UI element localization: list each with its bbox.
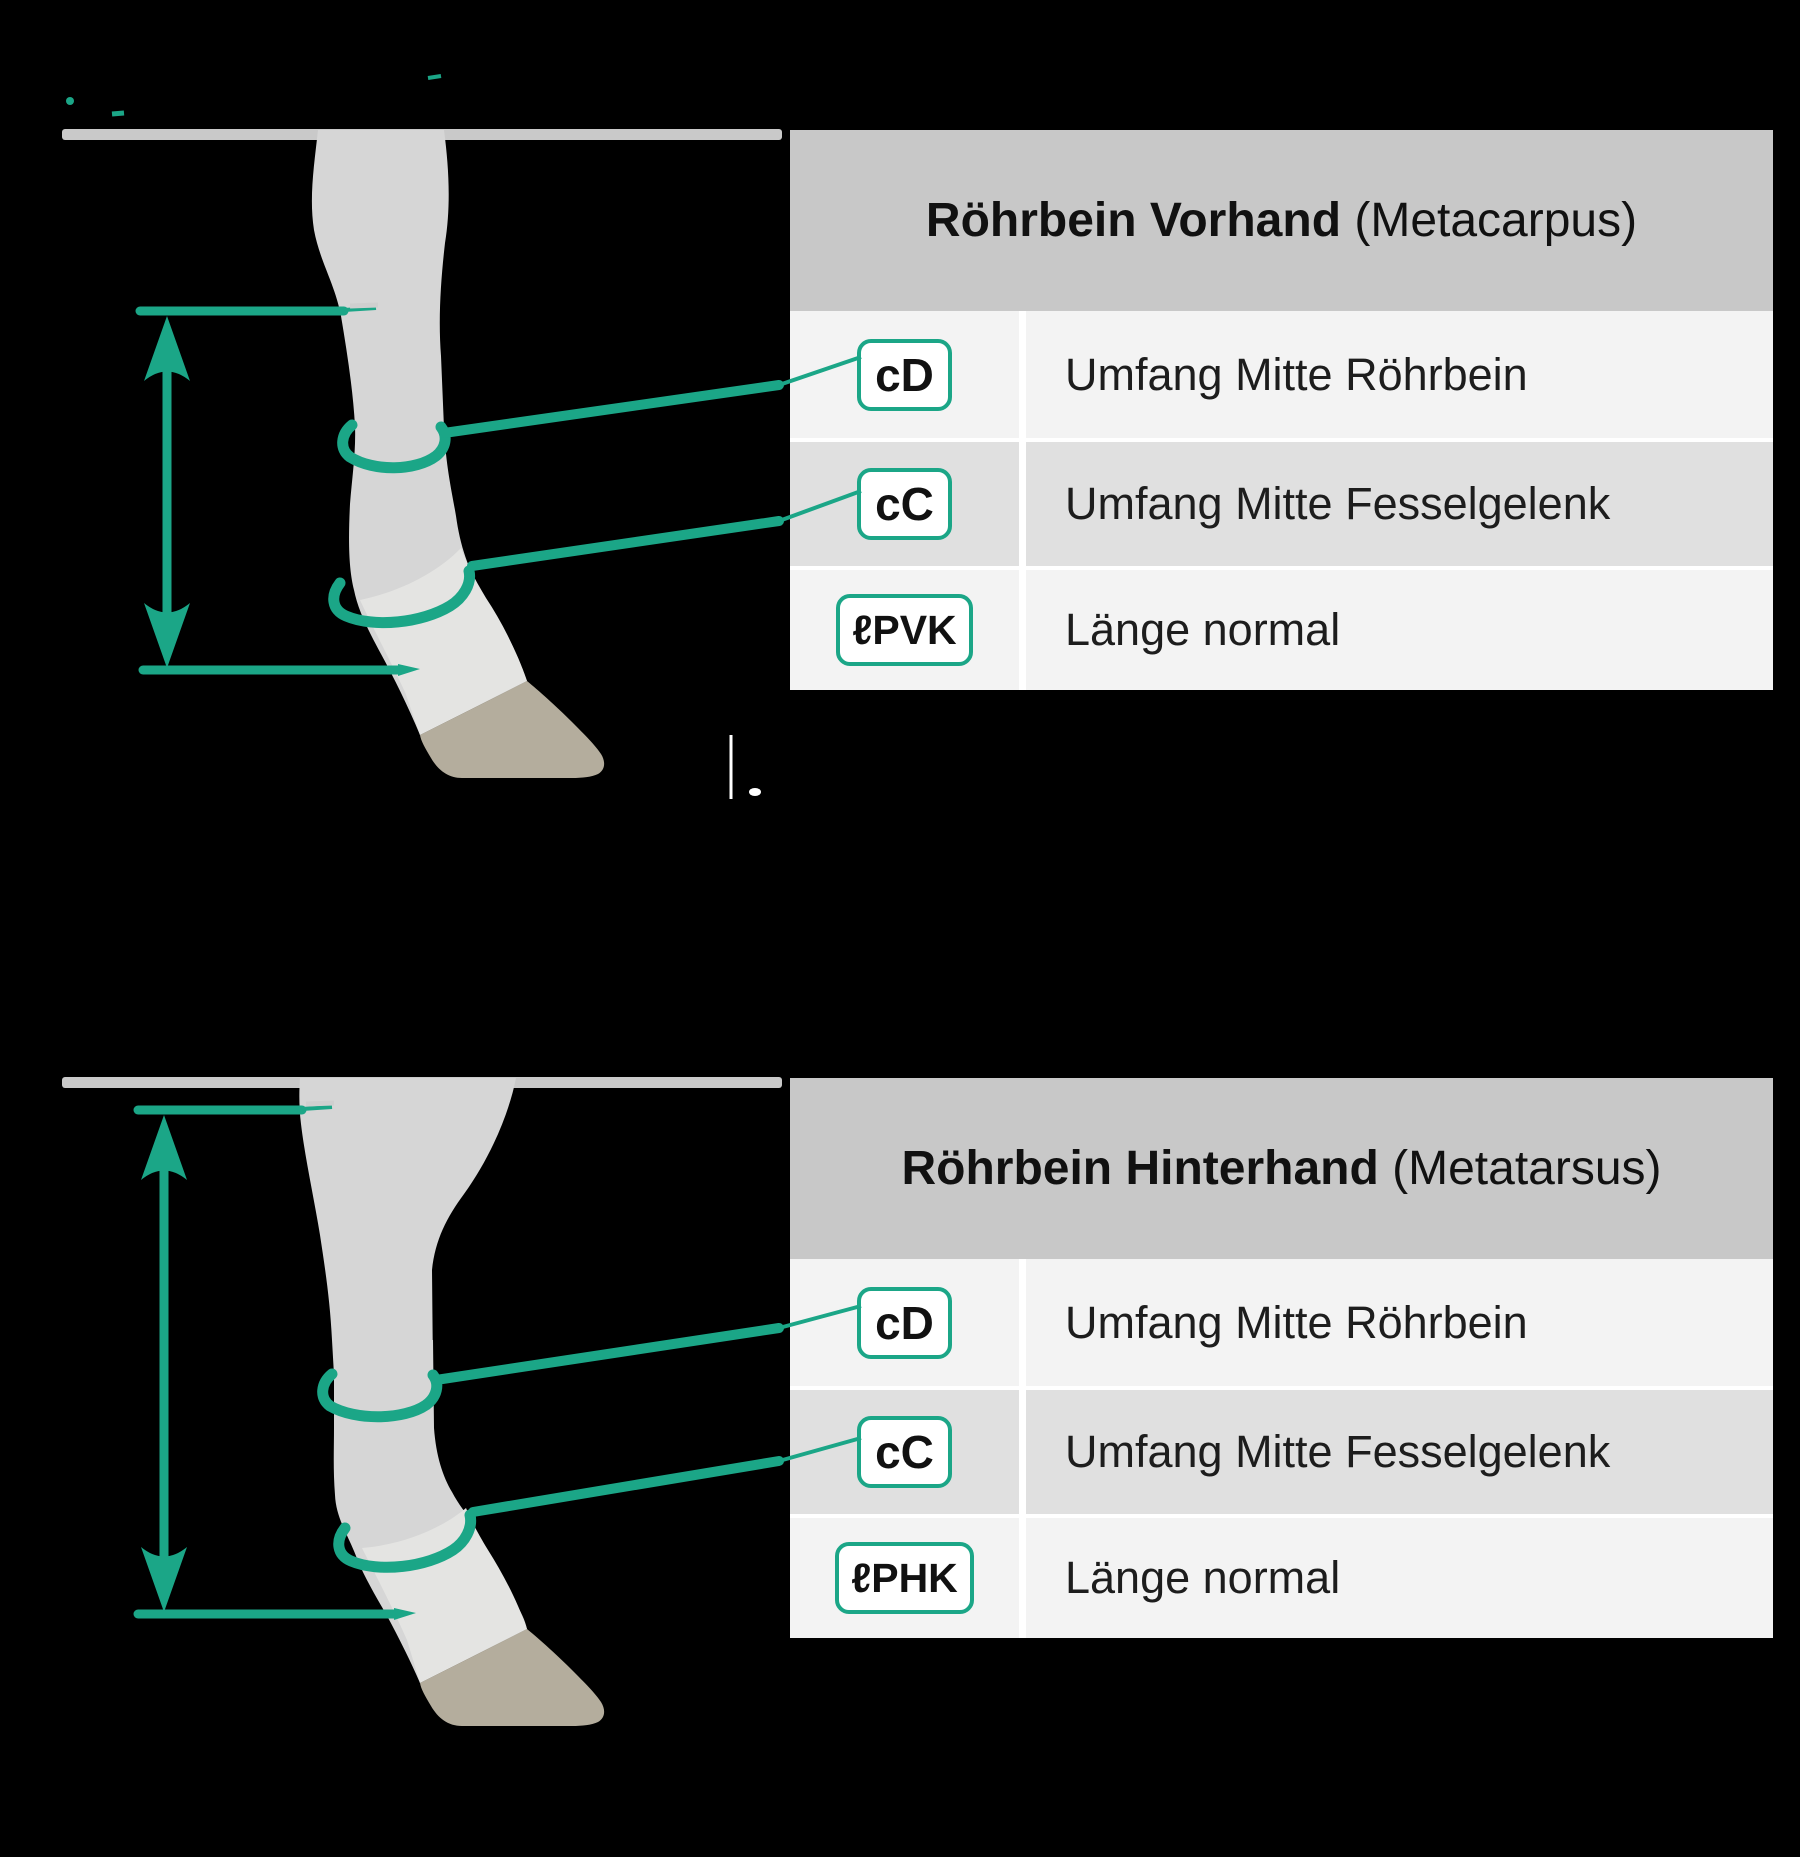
code-badge-cd: cD <box>857 1286 952 1359</box>
table-header: Röhrbein Hinterhand (Metatarsus) <box>790 1078 1773 1259</box>
row-label: Länge normal <box>1026 1518 1773 1638</box>
column-divider <box>1019 1259 1026 1386</box>
body-cut-bar <box>62 1077 782 1088</box>
connector-cc-thick <box>467 516 784 571</box>
connector-cc-thick <box>468 1456 784 1517</box>
table-hinterhand: Röhrbein Hinterhand (Metatarsus) cD Umfa… <box>790 1078 1773 1638</box>
section-vorhand-illustration <box>62 129 862 778</box>
row-label: Umfang Mitte Röhrbein <box>1026 311 1773 438</box>
hind-leg-lower <box>333 1340 527 1683</box>
row-code-cell: cD <box>790 311 1019 438</box>
code-badge-cc: cC <box>857 1416 952 1488</box>
code-badge-cd: cD <box>857 338 952 411</box>
connector-cd-thick <box>439 380 784 438</box>
tick-top-leg-mark <box>305 1100 335 1107</box>
front-pastern <box>360 548 527 735</box>
column-divider <box>1019 1390 1026 1514</box>
hind-leg <box>299 1078 516 1375</box>
tick-bottom-taper <box>394 1608 416 1620</box>
image-artifacts <box>66 74 761 799</box>
tick-top-tip <box>301 1105 333 1111</box>
arrowhead-up <box>141 1115 187 1180</box>
column-divider <box>1019 1518 1026 1638</box>
length-measure-arrow <box>135 302 420 676</box>
artifact-teal-dash <box>427 74 442 80</box>
girth-band-cannon <box>317 1368 443 1423</box>
hind-hoof <box>420 1629 605 1726</box>
artifact-white-dot <box>749 788 761 796</box>
length-measure-arrow <box>133 1100 416 1620</box>
column-divider <box>1019 570 1026 690</box>
arrowhead-down <box>144 603 190 668</box>
body-cut-bar <box>62 129 782 140</box>
row-label: Länge normal <box>1026 570 1773 690</box>
code-badge-lpvk: ℓPVK <box>836 594 973 666</box>
row-separator <box>790 438 1773 442</box>
girth-band-fetlock <box>333 1509 477 1573</box>
row-code-cell: ℓPHK <box>790 1518 1019 1638</box>
arrowhead-up <box>144 316 190 381</box>
front-leg <box>311 130 527 735</box>
row-separator <box>790 1514 1773 1518</box>
table-row: cD Umfang Mitte Röhrbein <box>790 311 1773 438</box>
row-code-cell: cC <box>790 1390 1019 1514</box>
row-code-cell: cD <box>790 1259 1019 1386</box>
table-row: cD Umfang Mitte Röhrbein <box>790 1259 1773 1386</box>
header-title: Röhrbein Hinterhand <box>901 1142 1393 1195</box>
row-code-cell: cC <box>790 442 1019 566</box>
hind-pastern <box>362 1508 527 1683</box>
row-code-cell: ℓPVK <box>790 570 1019 690</box>
row-label: Umfang Mitte Fesselgelenk <box>1026 1390 1773 1514</box>
table-row: cC Umfang Mitte Fesselgelenk <box>790 1390 1773 1514</box>
tick-top-leg-mark <box>349 302 379 309</box>
table-row: ℓPVK Länge normal <box>790 570 1773 690</box>
column-divider <box>1019 442 1026 566</box>
table-row: cC Umfang Mitte Fesselgelenk <box>790 442 1773 566</box>
tick-bottom-taper <box>398 664 420 676</box>
tick-top-tip <box>343 306 377 312</box>
code-badge-cc: cC <box>857 468 952 540</box>
girth-band-fetlock <box>328 565 476 629</box>
artifact-teal-dash <box>111 110 125 117</box>
girth-band-cannon <box>337 419 451 474</box>
section-hinterhand-illustration <box>62 1077 862 1726</box>
artifact-teal-dot <box>66 97 74 105</box>
front-hoof <box>420 681 605 778</box>
row-separator <box>790 1386 1773 1390</box>
table-vorhand: Röhrbein Vorhand (Metacarpus) cD Umfang … <box>790 130 1773 690</box>
row-label: Umfang Mitte Fesselgelenk <box>1026 442 1773 566</box>
column-divider <box>1019 311 1026 438</box>
table-row: ℓPHK Länge normal <box>790 1518 1773 1638</box>
connector-cd-thick <box>431 1323 784 1385</box>
row-separator <box>790 566 1773 570</box>
row-label: Umfang Mitte Röhrbein <box>1026 1259 1773 1386</box>
header-subtitle: (Metacarpus) <box>1354 194 1638 247</box>
table-header: Röhrbein Vorhand (Metacarpus) <box>790 130 1773 311</box>
header-title: Röhrbein Vorhand <box>925 194 1355 247</box>
header-subtitle: (Metatarsus) <box>1392 1142 1662 1195</box>
arrowhead-down <box>141 1547 187 1612</box>
code-badge-lphk: ℓPHK <box>835 1542 974 1614</box>
